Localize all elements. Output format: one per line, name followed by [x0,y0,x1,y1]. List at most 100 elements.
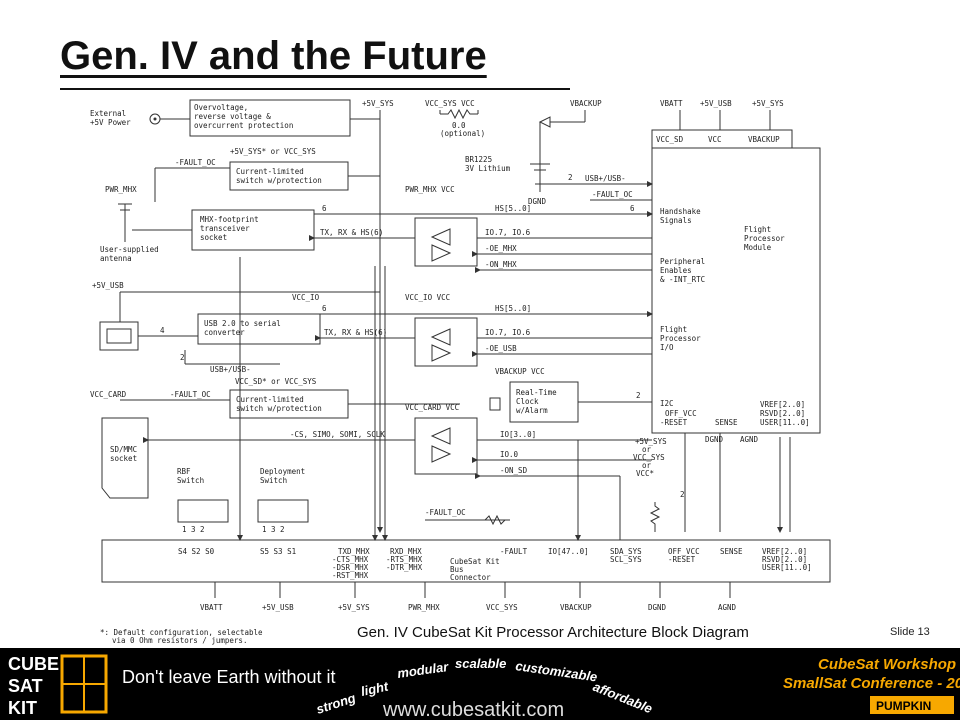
label-rts-mhx: -RTS_MHX [386,555,423,564]
ovp-line2: reverse voltage & [194,112,271,121]
usb-line1: USB 2.0 to serial [204,319,281,328]
slide-title: Gen. IV and the Future [60,34,487,78]
bus-vbackup: VBACKUP [560,603,592,612]
num-2a: 2 [568,173,573,182]
label-fpio3: I/O [660,343,674,352]
num-6b: 6 [630,204,635,213]
label-br1225: BR1225 [465,155,492,164]
label-handshake: Handshake [660,207,701,216]
label-usbpm: USB+/USB- [585,174,626,183]
label-scl-sys: SCL_SYS [610,555,642,564]
label-fault-oc4: -FAULT_OC [425,508,466,517]
label-io76: IO.7, IO.6 [485,228,531,237]
buffer-icon [430,427,451,445]
flight-processor-module [651,147,821,434]
label-dtr-mhx: -DTR_MHX [386,563,423,572]
mhx-line1: MHX-footprint [200,215,259,224]
label-vcccard-vcc: VCC_CARD VCC [405,403,459,412]
label-user2: USER[11..0] [762,563,812,572]
dep-line2: Switch [260,476,287,485]
sd-socket-block [101,417,149,499]
label-reset2: -RESET [668,555,696,564]
label-vbatt: VBATT [660,99,683,108]
label-s-left: S4 S2 S0 [178,547,215,556]
buffer-group-2 [414,317,478,367]
label-fault-oc: -FAULT_OC [175,158,216,167]
label-optional: (optional) [440,129,485,138]
label-i2c: I2C [660,399,674,408]
resistor-icon [484,514,506,526]
rtc-line3: w/Alarm [516,406,548,415]
bus-vbatt: VBATT [200,603,223,612]
vcc-opt3: VCC_SYS [633,453,665,462]
diagram-caption: Gen. IV CubeSat Kit Processor Architectu… [357,624,749,641]
mhx-line3: socket [200,233,227,242]
label-5v-usb2: +5V_USB [92,281,124,290]
mhx-line2: transceiver [200,224,250,233]
bus-pwrmhx: PWR_MHX [408,603,440,612]
event-line1: CubeSat Workshop [818,656,956,673]
bus-agnd: AGND [718,603,737,612]
bus-connector [101,539,831,583]
label-vbackup2: VBACKUP [748,135,780,144]
event-line2: SmallSat Conference - 2008 [783,675,960,692]
label-5v-sys: +5V_SYS [362,99,394,108]
label-vcc-io: VCC_IO [292,293,320,302]
num-2b: 2 [180,353,185,362]
label-sense: SENSE [715,418,738,427]
label-sda-sys: SDA_SYS [610,547,642,556]
vcc-opt2: or [642,445,652,454]
crystal-icon [489,397,501,411]
label-vcc-card: VCC_CARD [90,390,127,399]
rbf-switch-icon[interactable] [177,499,229,523]
csk-line3: Connector [450,573,491,582]
label-dsr-mhx: -DSR_MHX [332,563,369,572]
label-vref: VREF[2..0] [760,400,805,409]
label-vccio-vcc: VCC_IO VCC [405,293,450,302]
label-pwrmhx-vcc: PWR_MHX VCC [405,185,455,194]
logo-sat: SAT [8,676,43,696]
label-hs50: HS[5..0] [495,204,531,213]
rbf-line2: Switch [177,476,204,485]
label-5v-sys2: +5V_SYS [752,99,784,108]
word-affordable: affordable [591,679,655,716]
cls1-line1: Current-limited [236,167,304,176]
label-oe-mhx: -OE_MHX [485,244,517,253]
label-lithium: 3V Lithium [465,164,511,173]
label-off-vcc: OFF_VCC [665,409,697,418]
cls2-line1: Current-limited [236,395,304,404]
sd-line2: socket [110,454,137,463]
label-vccsys-vcc: VCC_SYS VCC [425,99,475,108]
label-txd-mhx: TXD_MHX [338,547,370,556]
num-4: 4 [160,326,165,335]
label-dgnd2: DGND [705,435,724,444]
buffer-icon [430,328,451,346]
vcc-opt4: or [642,461,652,470]
label-txrx2: TX, RX & HS(6) [324,328,387,337]
label-io30: IO[3..0] [500,430,536,439]
csk-line1: CubeSat Kit [450,557,500,566]
slide-number: Slide 13 [890,626,930,638]
label-processor: Processor [744,234,785,243]
label-io0: IO.0 [500,450,519,459]
usb-line2: converter [204,328,245,337]
dep-line1: Deployment [260,467,305,476]
deployment-switch-icon[interactable] [257,499,309,523]
label-user-antenna: User-supplied [100,245,159,254]
website-url[interactable]: www.cubesatkit.com [382,699,564,720]
rtc-line1: Real-Time [516,388,557,397]
label-dgnd: DGND [528,197,547,206]
label-agnd: AGND [740,435,759,444]
num-6a: 6 [322,204,327,213]
tagline: Don't leave Earth without it [122,667,336,687]
label-sys-or-vcc: +5V_SYS* or VCC_SYS [230,147,316,156]
label-hs50b: HS[5..0] [495,304,531,313]
word-light: light [360,678,391,699]
label-io470: IO[47..0] [548,547,589,556]
label-oe-usb: -OE_USB [485,344,517,353]
label-external-5v: +5V Power [90,118,131,127]
label-off-vcc2: OFF_VCC [668,547,700,556]
diode-icon [538,116,551,128]
label-vcc: VCC [708,135,722,144]
label-vcc-sd: VCC_SD [656,135,684,144]
